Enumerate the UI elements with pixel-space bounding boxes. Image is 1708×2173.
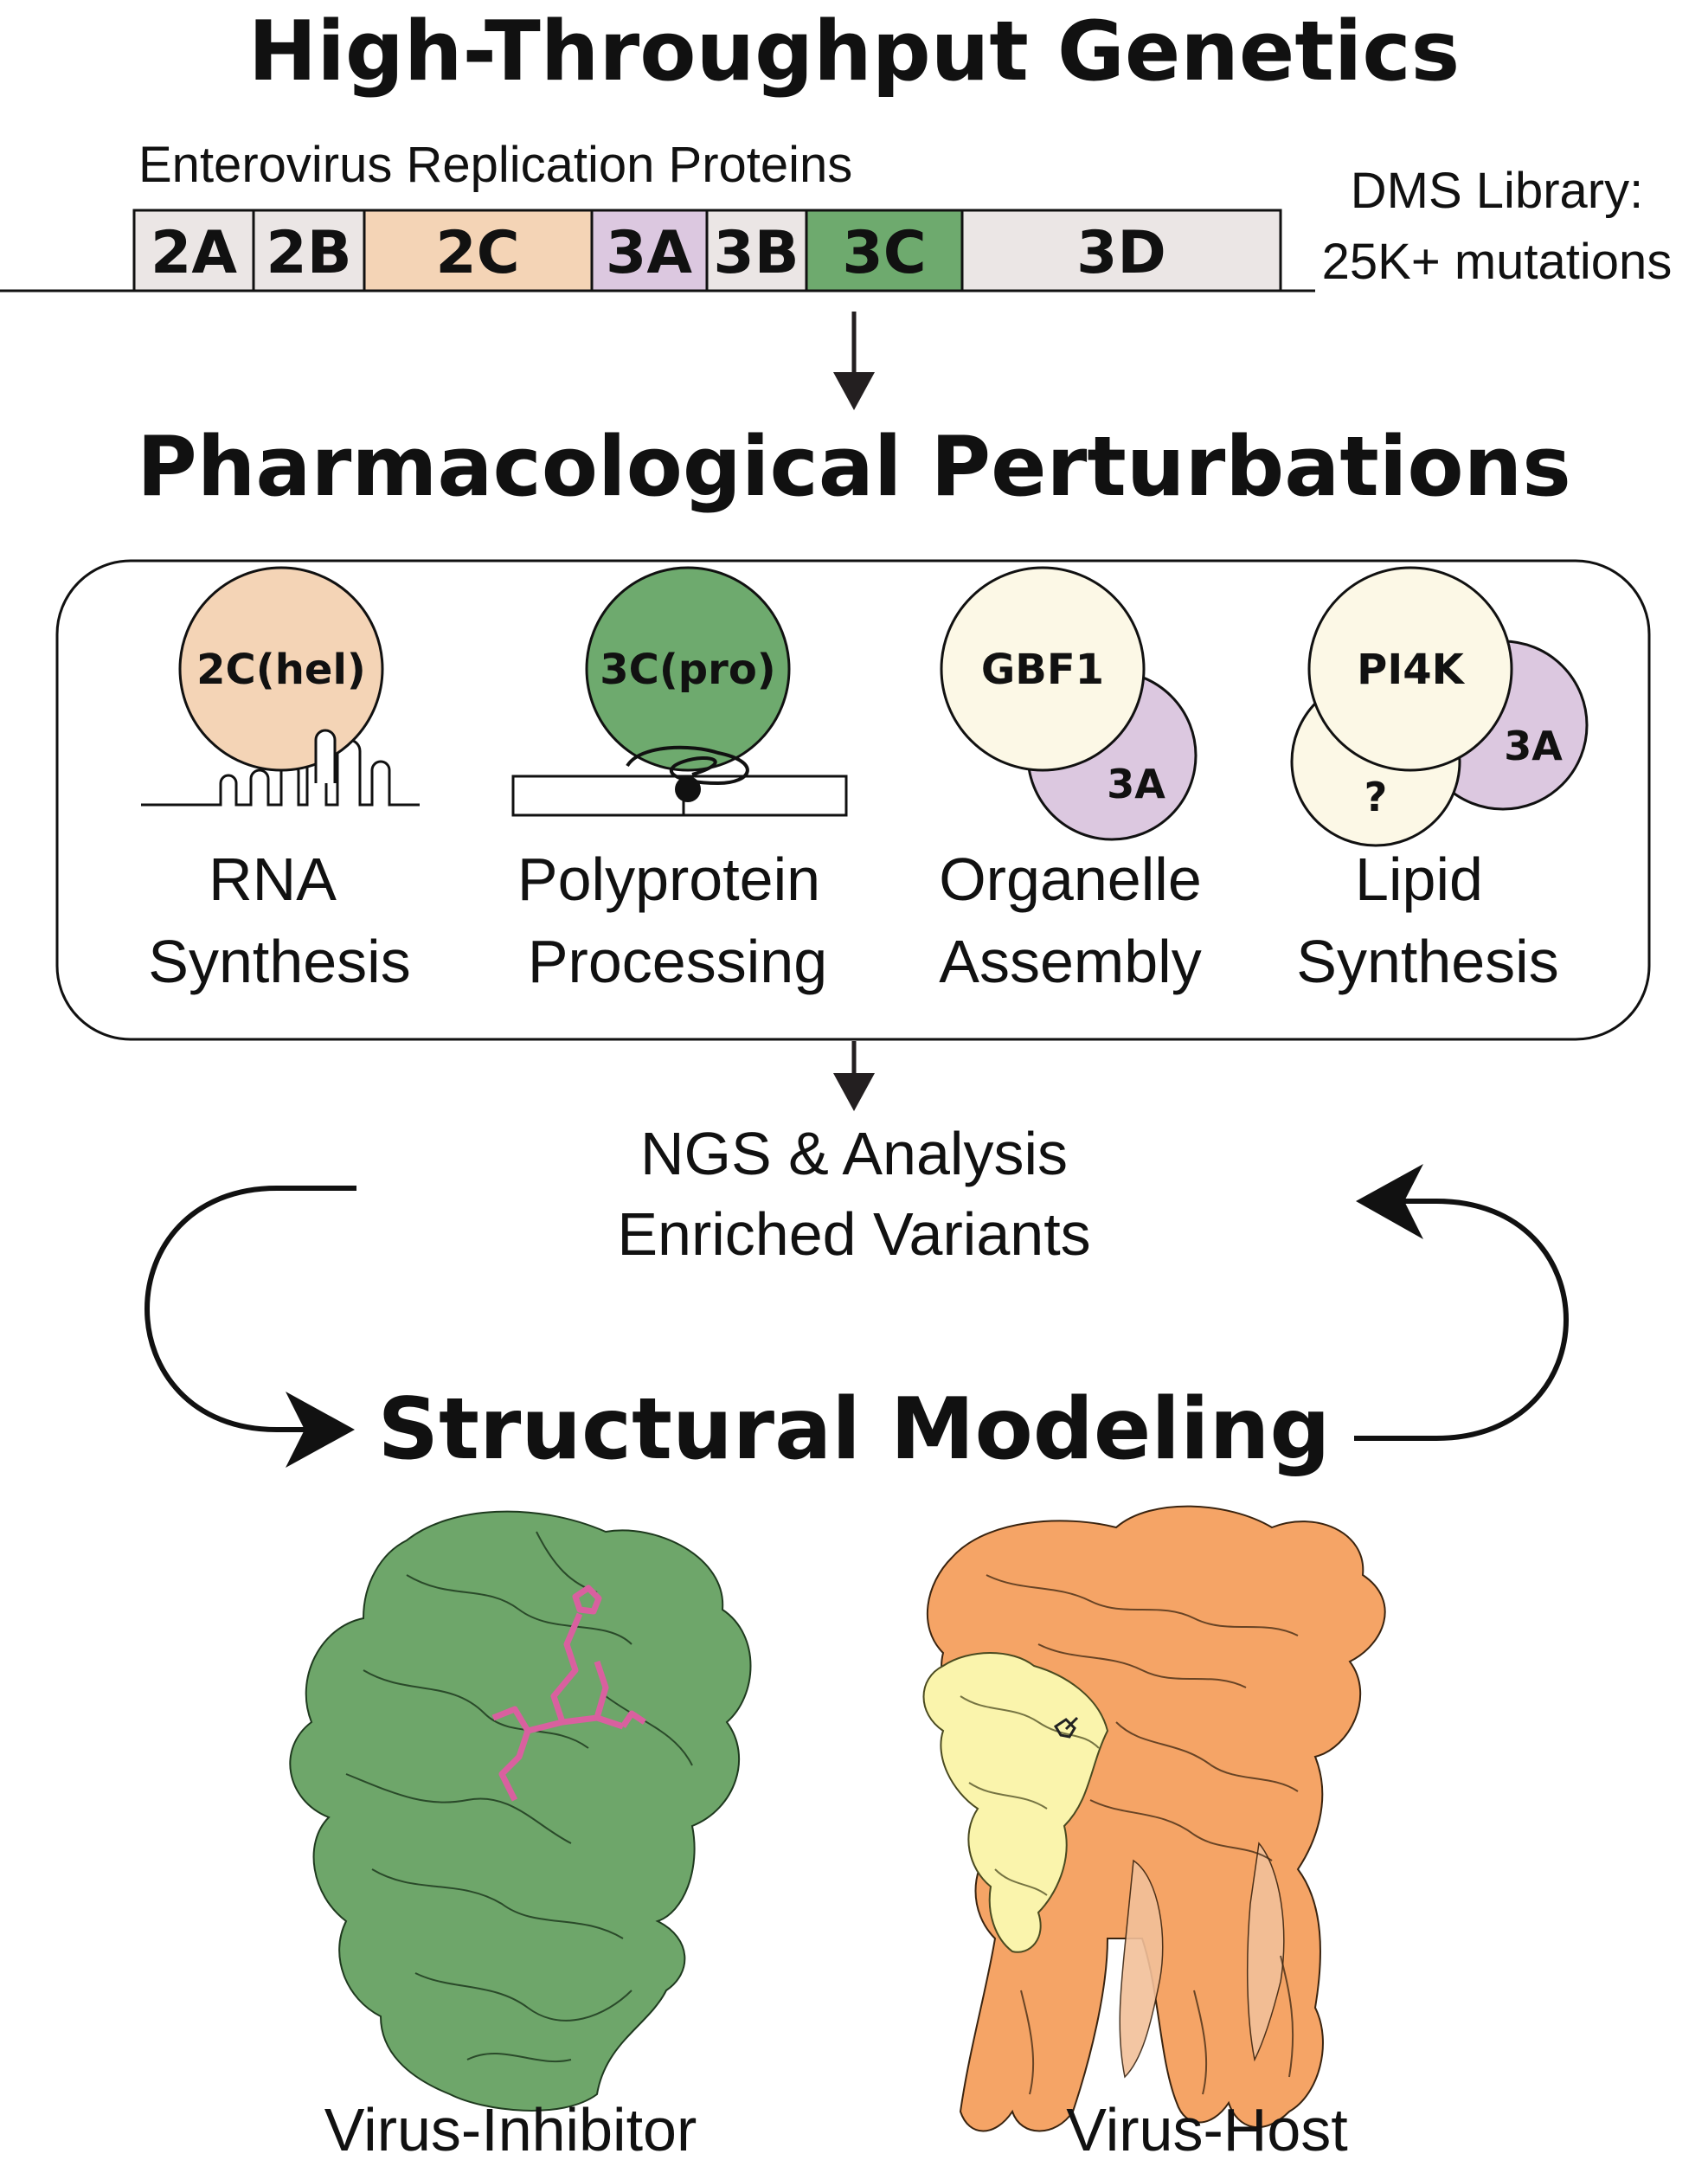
dms-library-title: DMS Library: xyxy=(1351,163,1643,219)
segment-3b: 3B xyxy=(705,209,808,293)
segment-3c: 3C xyxy=(805,209,964,293)
cycle-arrow-right xyxy=(1354,1164,1569,1441)
gbf1-label: GBF1 xyxy=(981,646,1104,694)
organelle-3a-label: 3A xyxy=(1107,761,1165,807)
virus-host-label: Virus-Host xyxy=(1066,2096,1347,2163)
perturbation-lipid-synthesis: PI4K 3A ? Lipid Synthesis xyxy=(1290,566,1589,995)
genome-bar: 2A 2B 2C 3A 3B 3C 3D xyxy=(132,209,1282,293)
perturbation-panel xyxy=(55,559,1651,1041)
protease-3c-label: 3C(pro) xyxy=(600,646,776,694)
virus-inhibitor-label: Virus-Inhibitor xyxy=(324,2096,697,2163)
arrow-down-2 xyxy=(833,1041,875,1111)
segment-2c: 2C xyxy=(363,209,594,293)
segment-3a-label: 3A xyxy=(606,219,692,287)
pi4k-label: PI4K xyxy=(1357,646,1465,694)
arrow-down-1 xyxy=(833,312,875,410)
segment-2a-label: 2A xyxy=(151,219,237,287)
unknown-factor-label: ? xyxy=(1364,774,1388,820)
helicase-2c-label: 2C(hel) xyxy=(196,646,366,694)
perturbation-rna-synthesis: 2C(hel) RNA Synthesis xyxy=(141,566,420,995)
organelle-line2: Assembly xyxy=(939,928,1201,995)
host-partner-surface-icon xyxy=(922,1652,1109,1953)
perturbation-polyprotein-processing: 3C(pro) Polyprotein Processing xyxy=(511,566,848,995)
virus-inhibitor-structure xyxy=(289,1510,752,2112)
cycle-arrow-left xyxy=(144,1186,356,1468)
analysis-line1: NGS & Analysis xyxy=(640,1120,1068,1187)
segment-3d: 3D xyxy=(960,209,1282,293)
polyprotein-line1: Polyprotein xyxy=(517,845,820,913)
rna-synthesis-line1: RNA xyxy=(209,845,337,913)
cleavage-loop-icon xyxy=(626,745,749,786)
lipid-line1: Lipid xyxy=(1355,845,1483,913)
genome-label: Enterovirus Replication Proteins xyxy=(138,137,852,193)
segment-2a: 2A xyxy=(132,209,255,293)
segment-3a: 3A xyxy=(590,209,709,293)
protease-3c-icon xyxy=(585,566,791,772)
segment-3b-label: 3B xyxy=(713,219,799,287)
segment-2b-label: 2B xyxy=(266,219,351,287)
host-ligand-icon xyxy=(1053,1716,1079,1739)
title-pharmacology: Pharmacological Perturbations xyxy=(137,420,1571,515)
analysis-line2: Enriched Variants xyxy=(617,1200,1090,1268)
rna-synthesis-line2: Synthesis xyxy=(148,928,410,995)
title-modeling: Structural Modeling xyxy=(378,1380,1331,1479)
segment-3c-label: 3C xyxy=(842,219,926,287)
virus-host-structure xyxy=(922,1505,1386,2132)
cleavage-site-icon xyxy=(675,776,701,802)
pi4k-host-icon xyxy=(1307,566,1513,772)
polyprotein-line2: Processing xyxy=(528,928,827,995)
dms-library-count: 25K+ mutations xyxy=(1322,234,1673,290)
title-genetics: High-Throughput Genetics xyxy=(248,4,1460,100)
segment-2b: 2B xyxy=(252,209,366,293)
organelle-line1: Organelle xyxy=(939,845,1202,913)
inhibitor-ligand-icon xyxy=(491,1585,646,1802)
lipid-3a-label: 3A xyxy=(1504,723,1563,769)
perturbation-organelle-assembly: GBF1 3A Organelle Assembly xyxy=(939,566,1202,995)
lipid-line2: Synthesis xyxy=(1296,928,1558,995)
gbf1-host-icon xyxy=(940,566,1146,772)
segment-3d-label: 3D xyxy=(1076,219,1166,287)
helicase-2c-icon xyxy=(178,566,384,772)
segment-2c-label: 2C xyxy=(435,219,519,287)
